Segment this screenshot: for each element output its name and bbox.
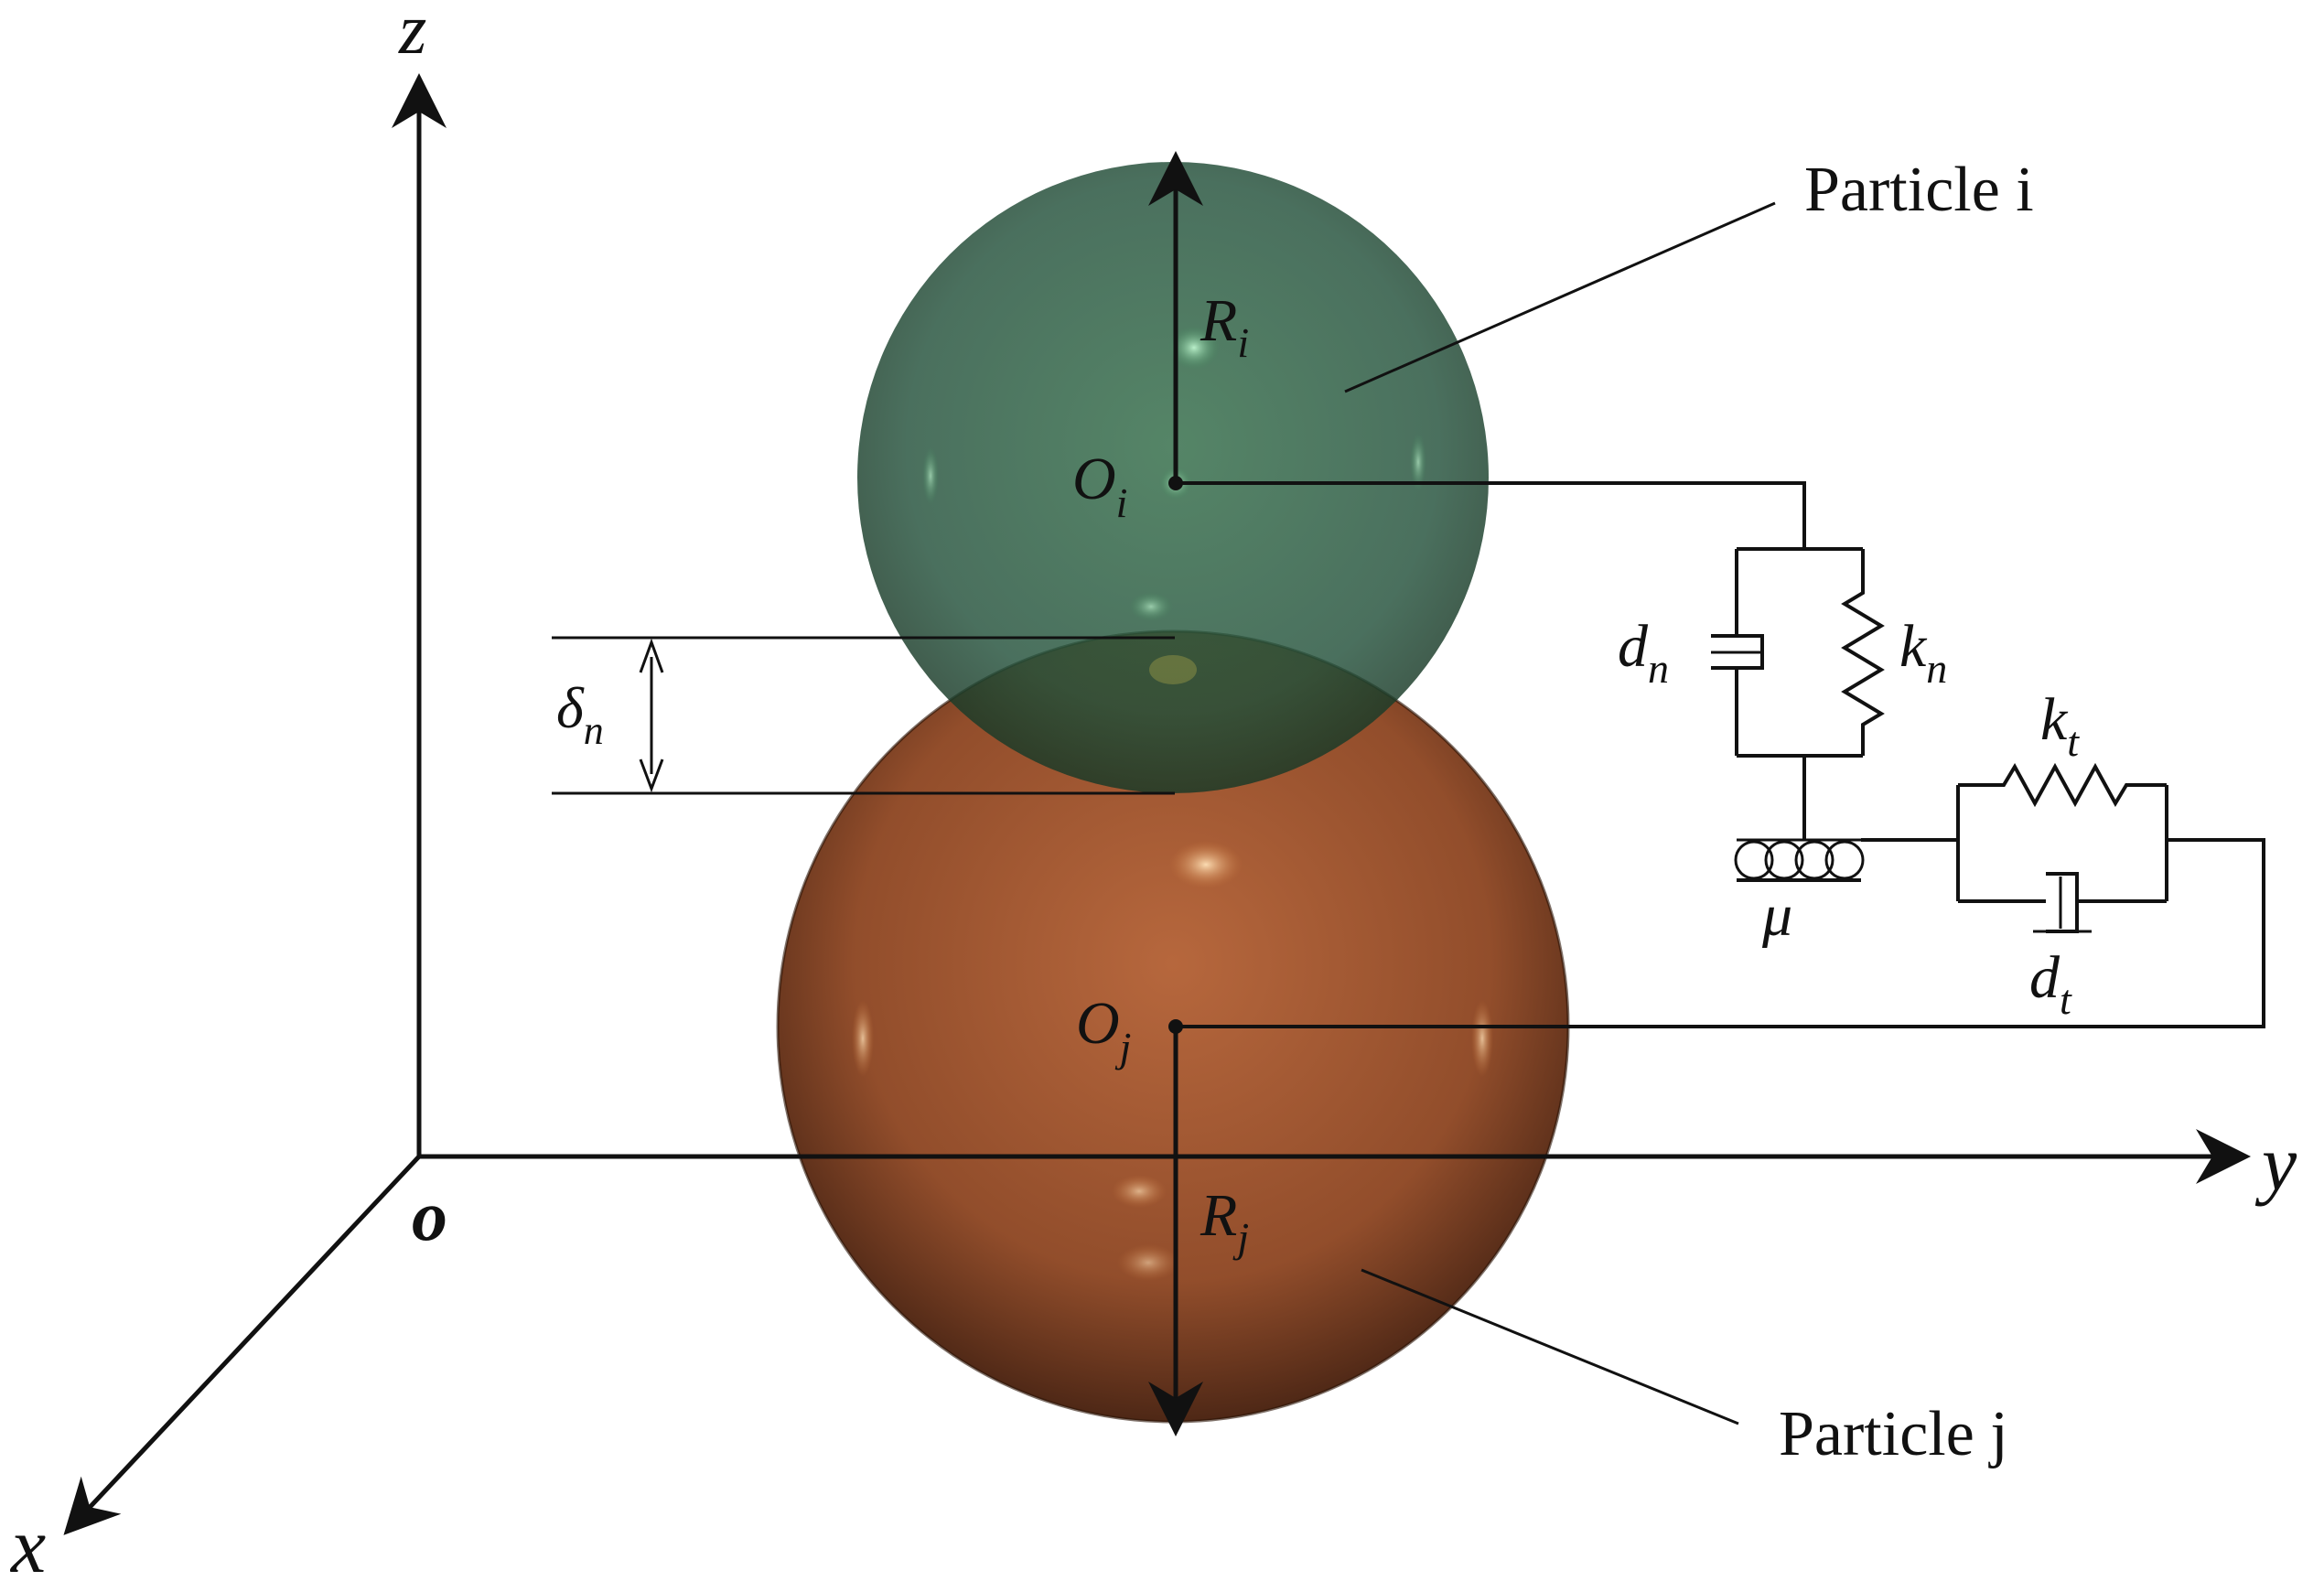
tangential-damper-label: dt: [2029, 944, 2072, 1023]
radius-i-label: Ri: [1200, 287, 1249, 366]
overlap-arrowhead-up: [639, 638, 664, 673]
particle-i-label: Particle i: [1804, 155, 2034, 225]
tangential-damper-subscript: t: [2060, 976, 2072, 1023]
particle-i-highlight-top: [1168, 326, 1220, 370]
x-axis-label: x: [9, 1501, 46, 1589]
particle-j-highlight-low2: [1117, 1244, 1179, 1281]
tangential-return-wire: [1176, 838, 2265, 1028]
tangential-spring-subscript: t: [2067, 718, 2080, 765]
overlap-label: δn: [556, 675, 604, 753]
normal-damper-label: dn: [1618, 613, 1669, 692]
leader-particle-j: [1361, 1268, 1739, 1425]
radius-j-label: Rj: [1200, 1182, 1249, 1261]
normal-spring-subscript: n: [1926, 645, 1947, 692]
normal-spring-symbol: k: [1899, 613, 1928, 680]
radius-j-symbol: R: [1200, 1182, 1237, 1249]
particle-j-label: Particle j: [1779, 1399, 2008, 1469]
z-axis-label: z: [398, 0, 426, 69]
particle-i-highlight-low: [1129, 592, 1173, 621]
normal-branch-top-wire: [1176, 481, 1806, 549]
normal-damper-subscript: n: [1648, 645, 1669, 692]
tangential-damper-symbol: d: [2029, 944, 2060, 1011]
normal-spring: [1841, 549, 1885, 756]
particle-j-highlight-top: [1169, 841, 1243, 888]
tangential-spring: [1958, 762, 2167, 808]
friction-label: μ: [1761, 882, 1792, 949]
particle-i-highlight-overlap: [1149, 655, 1197, 684]
particle-j-highlight-right: [1471, 1000, 1493, 1077]
overlap-arrowhead-down: [639, 758, 664, 793]
x-axis: [63, 1155, 421, 1535]
center-i-subscript: i: [1116, 479, 1128, 526]
contact-model: [1176, 481, 2265, 1028]
center-j-label: Oj: [1076, 990, 1131, 1070]
origin-label: o: [412, 1176, 447, 1255]
center-j-symbol: O: [1076, 990, 1120, 1057]
y-axis-label: y: [2254, 1119, 2297, 1207]
particle-i-highlight-left: [922, 446, 939, 505]
center-j-subscript: j: [1115, 1024, 1132, 1070]
labels: z y x o Particle i Particle j Oi Oj Ri R…: [9, 0, 2297, 1589]
radius-i-subscript: i: [1237, 319, 1249, 366]
leader-lines: [1344, 201, 1776, 1425]
particle-i-highlight-right: [1410, 433, 1426, 491]
center-i-label: Oi: [1072, 446, 1127, 526]
overlap-subscript: n: [584, 708, 604, 753]
radius-i-symbol: R: [1200, 287, 1237, 354]
radius-j-subscript: j: [1232, 1214, 1249, 1261]
particle-j-highlight-low1: [1112, 1175, 1167, 1208]
tangential-spring-label: kt: [2040, 686, 2080, 765]
leader-particle-i: [1344, 201, 1776, 393]
overlap-symbol: δ: [556, 675, 585, 740]
normal-spring-label: kn: [1899, 613, 1947, 692]
center-i-symbol: O: [1072, 446, 1116, 512]
tangential-spring-symbol: k: [2040, 686, 2069, 753]
overlap-markers: [552, 636, 1175, 795]
axes: [63, 73, 2251, 1535]
particle-j-highlight-left: [852, 1000, 874, 1077]
normal-damper-symbol: d: [1618, 613, 1649, 680]
